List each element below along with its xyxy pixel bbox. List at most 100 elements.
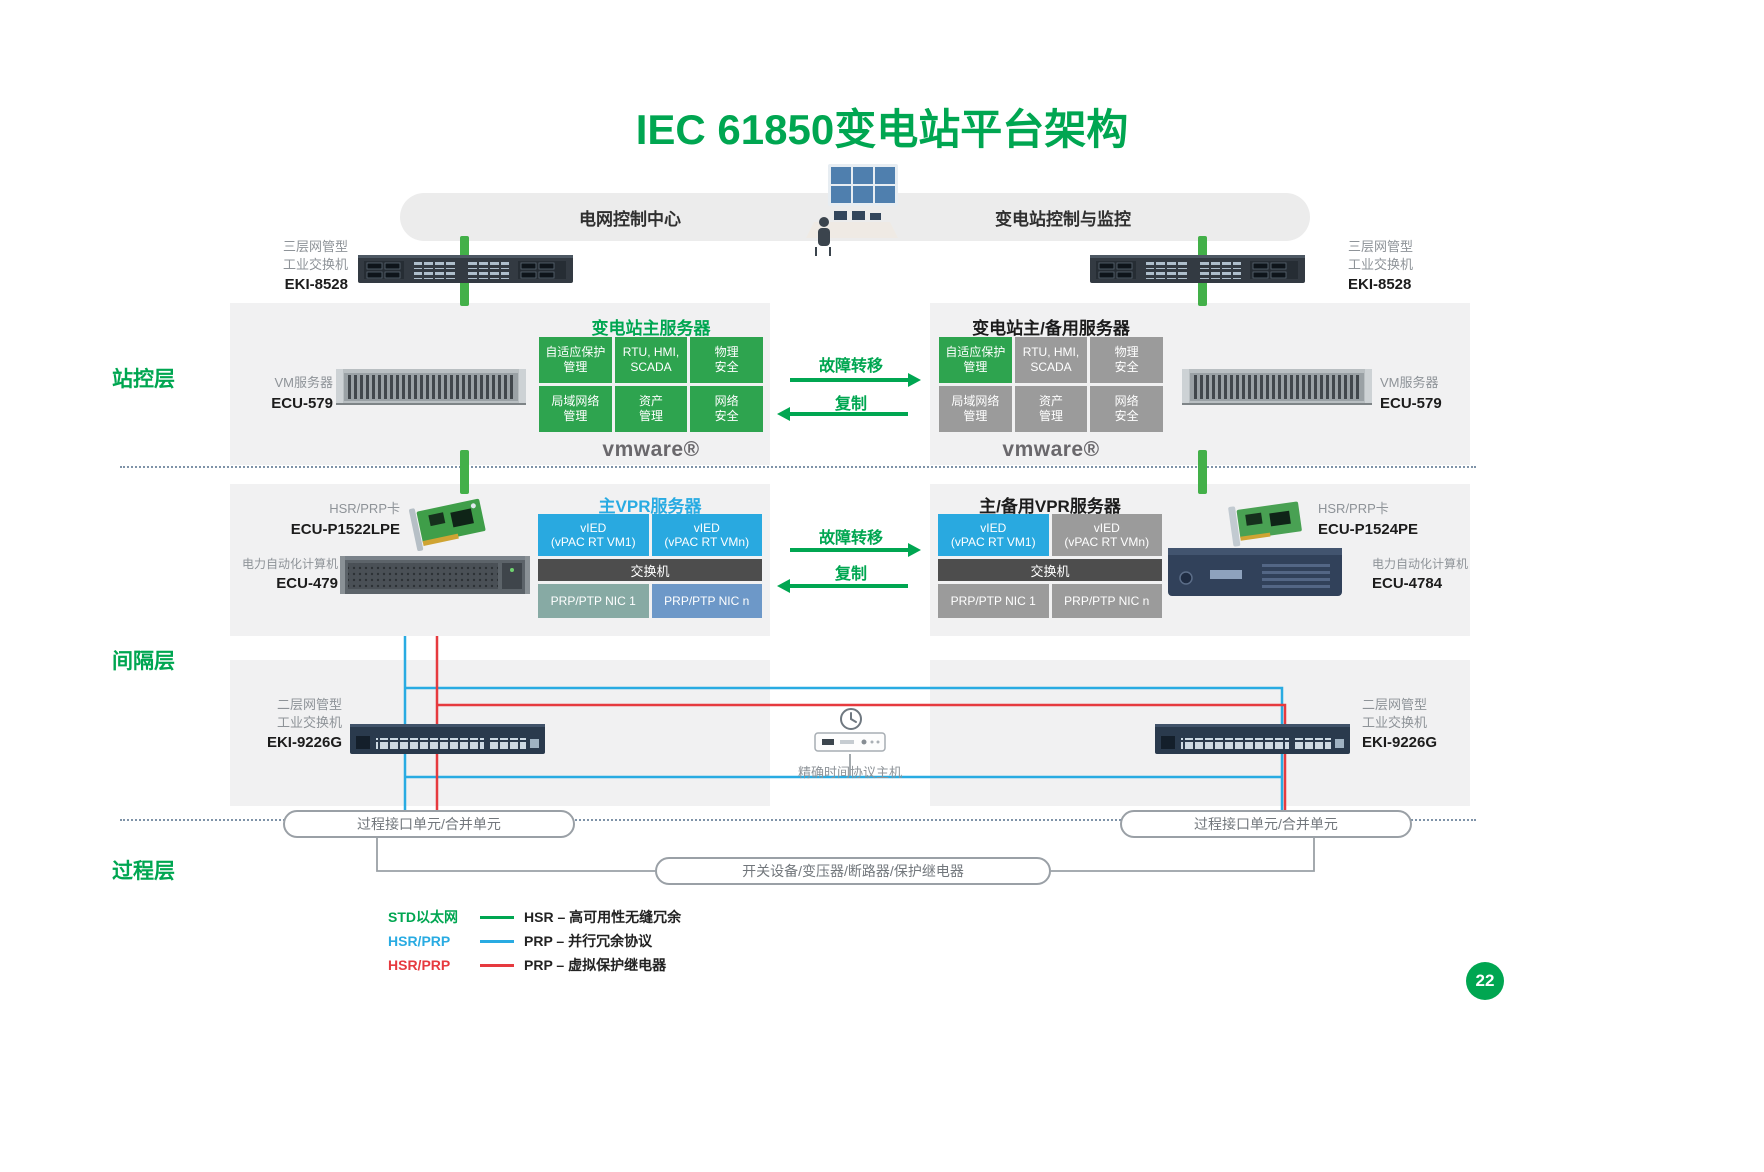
nicn-cell: PRP/PTP NIC n — [1051, 584, 1162, 618]
function-cell: 网络 安全 — [1090, 386, 1163, 432]
device-type: 工业交换机 — [282, 256, 348, 272]
function-cell: 物理 安全 — [690, 337, 763, 383]
ecu4784-computer — [1166, 540, 1344, 607]
vied-vm1-cell: vIED (vPAC RT VM1) — [538, 514, 649, 556]
station-standby-title: 变电站主/备用服务器 — [972, 319, 1130, 338]
pcie-card-icon — [1228, 501, 1302, 547]
device-type: 工业交换机 — [1362, 714, 1428, 730]
device-model: ECU-4784 — [1372, 575, 1443, 593]
ptp-host-device — [814, 730, 886, 759]
control-room-icon — [806, 164, 898, 256]
device-type: 工业交换机 — [276, 714, 342, 730]
legend-line-blue — [480, 939, 514, 943]
device-model: EKI-8528 — [284, 276, 348, 294]
device-type: VM服务器 — [274, 375, 333, 390]
nic1-cell: PRP/PTP NIC 1 — [538, 584, 649, 618]
legend-label: HSR/PRP — [388, 933, 451, 949]
function-cell: 局域网络 管理 — [939, 386, 1012, 432]
function-cell: 自适应保护 管理 — [539, 337, 612, 383]
vmware-logo: vmware® — [1002, 438, 1100, 461]
replicate-arrow — [777, 407, 908, 421]
green-connector — [460, 450, 469, 494]
device-model: ECU-P1524PE — [1318, 520, 1419, 538]
device-type: 电力自动化计算机 — [241, 557, 338, 571]
legend-desc: PRP – 并行冗余协议 — [524, 933, 653, 949]
device-type: HSR/PRP卡 — [1318, 501, 1389, 516]
label-eki8528-right: 三层网管型 工业交换机 EKI-8528 — [1348, 238, 1468, 295]
legend-row: STD以太网 HSR – 高可用性无缝冗余 — [388, 905, 681, 929]
rack-switch-icon — [1090, 255, 1305, 283]
legend-desc: HSR – 高可用性无缝冗余 — [524, 909, 682, 925]
device-type: VM服务器 — [1380, 375, 1439, 390]
rack-server-icon — [340, 556, 530, 594]
page-number-badge: 22 — [1466, 962, 1504, 1000]
function-cell: RTU, HMI, SCADA — [614, 337, 688, 383]
device-model: ECU-479 — [276, 575, 338, 593]
legend-desc: PRP – 虚拟保护继电器 — [524, 957, 667, 973]
label-eki9226-left: 二层网管型 工业交换机 EKI-9226G — [240, 696, 342, 753]
legend-line-red — [480, 963, 514, 967]
ecu579-server-right — [1182, 364, 1372, 415]
switchgear-pill: 开关设备/变压器/断路器/保护继电器 — [655, 857, 1051, 885]
failover-label: 故障转移 — [818, 530, 883, 547]
label-ecu579-right: VM服务器 ECU-579 — [1380, 374, 1490, 414]
failover-arrow — [790, 373, 921, 387]
legend-row: HSR/PRP PRP – 虚拟保护继电器 — [388, 953, 681, 977]
device-type: 工业交换机 — [1348, 256, 1414, 272]
function-cell: 网络 安全 — [690, 386, 763, 432]
device-model: EKI-9226G — [1362, 734, 1438, 752]
nic1-cell: PRP/PTP NIC 1 — [938, 584, 1049, 618]
label-ecu579-left: VM服务器 ECU-579 — [238, 374, 333, 414]
process-link-left — [376, 838, 655, 872]
vied-vmn-cell: vIED (vPAC RT VMn) — [1051, 514, 1162, 556]
label-ecu479: 电力自动化计算机 ECU-479 — [238, 556, 338, 594]
ptp-host-label: 精确时间协议主机 — [797, 765, 902, 780]
device-type: 三层网管型 — [282, 239, 348, 254]
label-eki9226-right: 二层网管型 工业交换机 EKI-9226G — [1362, 696, 1472, 753]
layer-label-bay: 间隔层 — [112, 650, 175, 673]
rack-switch-icon — [1155, 724, 1350, 754]
page-title: IEC 61850变电站平台架构 — [635, 106, 1129, 153]
banner-substation-control: 变电站控制与监控 — [995, 209, 1131, 229]
rack-server-icon — [1182, 369, 1372, 405]
pcie-card-icon — [409, 498, 486, 552]
legend-row: HSR/PRP PRP – 并行冗余协议 — [388, 929, 681, 953]
function-cell: 物理 安全 — [1090, 337, 1163, 383]
process-interface-pill-right: 过程接口单元/合并单元 — [1120, 810, 1412, 838]
function-cell: 资产 管理 — [1014, 386, 1088, 432]
layer-separator — [120, 466, 1476, 468]
device-type: 二层网管型 — [276, 697, 342, 712]
process-link-right — [1051, 838, 1315, 872]
virtual-switch-bar: 交换机 — [938, 559, 1162, 581]
failover-label: 故障转移 — [818, 358, 883, 375]
replicate-arrow — [777, 579, 908, 593]
rack-server-icon — [1168, 548, 1342, 596]
legend: STD以太网 HSR – 高可用性无缝冗余 HSR/PRP PRP – 并行冗余… — [388, 905, 681, 977]
vpr-primary-title: 主VPR服务器 — [598, 497, 702, 516]
label-hsr-card-right: HSR/PRP卡 ECU-P1524PE — [1318, 500, 1448, 540]
function-cell: 资产 管理 — [614, 386, 688, 432]
rack-switch-icon — [350, 724, 545, 754]
vpr-primary-stack: vIED (vPAC RT VM1) vIED (vPAC RT VMn) 交换… — [538, 514, 762, 618]
green-connector — [1198, 450, 1207, 494]
station-primary-functions: 自适应保护 管理 RTU, HMI, SCADA 物理 安全 局域网络 管理 资… — [539, 337, 763, 432]
vmware-logo: vmware® — [602, 438, 700, 461]
eki8528-switch-left — [358, 248, 573, 295]
label-ecu4784: 电力自动化计算机 ECU-4784 — [1372, 556, 1482, 594]
device-model: ECU-P1522LPE — [290, 520, 400, 538]
vpr-standby-title: 主/备用VPR服务器 — [979, 497, 1121, 516]
function-cell: RTU, HMI, SCADA — [1014, 337, 1088, 383]
rack-switch-icon — [358, 255, 573, 283]
vpr-standby-stack: vIED (vPAC RT VM1) vIED (vPAC RT VMn) 交换… — [938, 514, 1162, 618]
process-interface-pill-left: 过程接口单元/合并单元 — [283, 810, 575, 838]
virtual-switch-bar: 交换机 — [538, 559, 762, 581]
device-type: 电力自动化计算机 — [1372, 557, 1469, 571]
device-type: 三层网管型 — [1348, 239, 1414, 254]
legend-label: HSR/PRP — [388, 957, 451, 973]
hsr-prp-card-right — [1222, 490, 1310, 553]
nicn-cell: PRP/PTP NIC n — [651, 584, 762, 618]
failover-arrow — [790, 543, 921, 557]
ecu579-server-left — [336, 364, 526, 415]
control-room-illustration — [800, 164, 902, 263]
